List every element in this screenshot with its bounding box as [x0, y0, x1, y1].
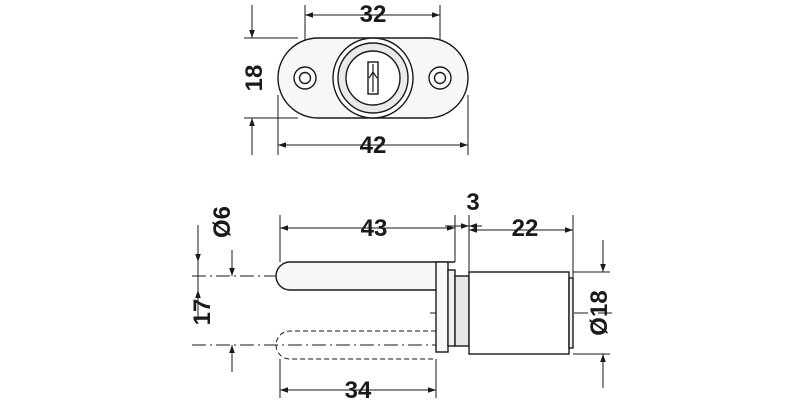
cylinder-body	[468, 271, 570, 355]
screw-hole-right	[428, 66, 452, 90]
dim-label-34: 34	[345, 377, 372, 400]
dim-label-43: 43	[361, 215, 388, 242]
dim-label-3: 3	[466, 189, 479, 216]
screw-hole-left	[293, 66, 317, 90]
pin	[275, 261, 455, 291]
dim-label-18-height: 18	[241, 65, 268, 92]
dim-label-17: 17	[189, 299, 216, 326]
dim-label-d18: Ø18	[586, 290, 613, 335]
dim-label-32: 32	[360, 1, 387, 28]
lower-pin-hidden	[275, 330, 436, 360]
top-view	[244, 5, 469, 155]
side-view	[192, 215, 612, 398]
flange	[454, 275, 470, 347]
bolt-body	[435, 261, 449, 353]
dim-label-d6: Ø6	[209, 206, 236, 238]
dim-label-42: 42	[360, 132, 387, 159]
dim-label-22: 22	[512, 215, 539, 242]
